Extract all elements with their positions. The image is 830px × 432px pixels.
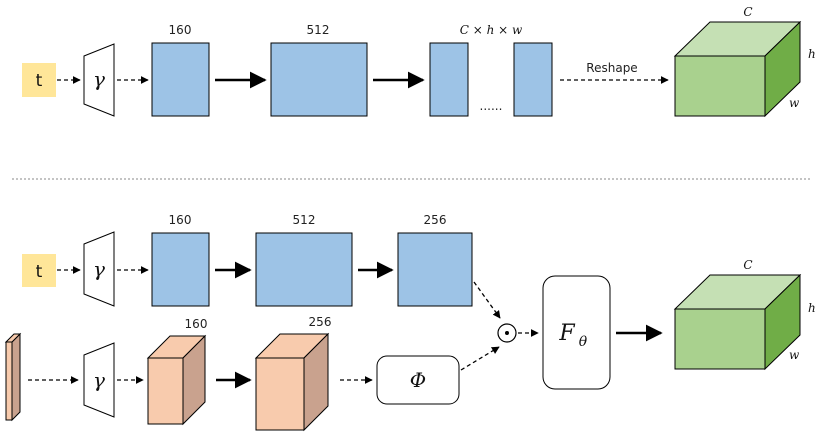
top-ellipsis: ...... bbox=[480, 99, 503, 113]
bottom-fc-256 bbox=[397, 232, 473, 307]
bottom-pipeline: t γ 160 512 256 γ 160 bbox=[4, 213, 816, 432]
input-volume-top bbox=[4, 333, 22, 343]
top-gamma-label: γ bbox=[93, 67, 105, 91]
bottom-gamma-label-1: γ bbox=[93, 257, 105, 281]
bottom-output-cube bbox=[673, 273, 802, 371]
phi-block bbox=[376, 355, 460, 405]
bottom-fc-160 bbox=[151, 232, 210, 307]
bottom-cube-c-label: C bbox=[743, 258, 752, 272]
top-cube-front-face bbox=[674, 55, 766, 117]
top-gamma-encoder bbox=[83, 43, 115, 117]
bottom-cube-w-label: w bbox=[789, 348, 800, 362]
top-cube-w-label: w bbox=[789, 96, 800, 110]
top-input-t-label: t bbox=[36, 71, 43, 91]
top-cube-c-label: C bbox=[743, 5, 752, 19]
top-fc-512 bbox=[270, 42, 368, 117]
bottom-conv-160 bbox=[146, 334, 207, 426]
top-dim-160: 160 bbox=[169, 23, 192, 37]
top-cube-h-label: h bbox=[808, 47, 816, 61]
bottom-input-volume bbox=[4, 332, 22, 422]
bottom-gamma-encoder-1 bbox=[83, 231, 115, 307]
top-dim-chw: C × h × w bbox=[460, 23, 523, 37]
input-volume-front bbox=[5, 341, 13, 421]
top-fc-chw-left bbox=[429, 42, 469, 117]
bottom-vol-dim-256: 256 bbox=[309, 315, 332, 329]
bottom-arrow-fc3-odot bbox=[473, 281, 501, 319]
f-theta-block bbox=[542, 275, 611, 390]
top-reshape-label: Reshape bbox=[586, 61, 637, 75]
bottom-dim-160: 160 bbox=[169, 213, 192, 227]
f-theta-subscript: θ bbox=[579, 334, 588, 350]
top-output-cube bbox=[673, 20, 802, 118]
top-fc-chw-right bbox=[513, 42, 553, 117]
bottom-cube-h-label: h bbox=[808, 301, 816, 315]
top-fc-160 bbox=[151, 42, 210, 117]
bottom-arrow-phi-odot bbox=[460, 346, 500, 371]
bottom-conv-256 bbox=[254, 332, 330, 432]
bottom-gamma-label-2: γ bbox=[93, 368, 105, 392]
top-pipeline: t γ 160 512 ...... C × h × w Reshape C h… bbox=[22, 5, 816, 118]
top-dim-512: 512 bbox=[307, 23, 330, 37]
top-input-t-box bbox=[22, 63, 56, 97]
bottom-input-t-box bbox=[22, 254, 56, 287]
input-volume-side bbox=[11, 332, 21, 422]
bottom-gamma-encoder-2 bbox=[83, 342, 115, 418]
bottom-fc-512 bbox=[255, 232, 353, 307]
f-theta-label: F bbox=[558, 321, 575, 346]
conv160-front bbox=[147, 357, 184, 425]
bottom-dim-256: 256 bbox=[424, 213, 447, 227]
hadamard-product-node bbox=[497, 323, 517, 343]
phi-label: Φ bbox=[410, 368, 426, 392]
conv256-front bbox=[255, 357, 305, 431]
odot-dot bbox=[505, 331, 509, 335]
bottom-vol-dim-160: 160 bbox=[185, 317, 208, 331]
bottom-cube-front-face bbox=[674, 308, 766, 370]
bottom-input-t-label: t bbox=[36, 262, 43, 282]
bottom-dim-512: 512 bbox=[293, 213, 316, 227]
